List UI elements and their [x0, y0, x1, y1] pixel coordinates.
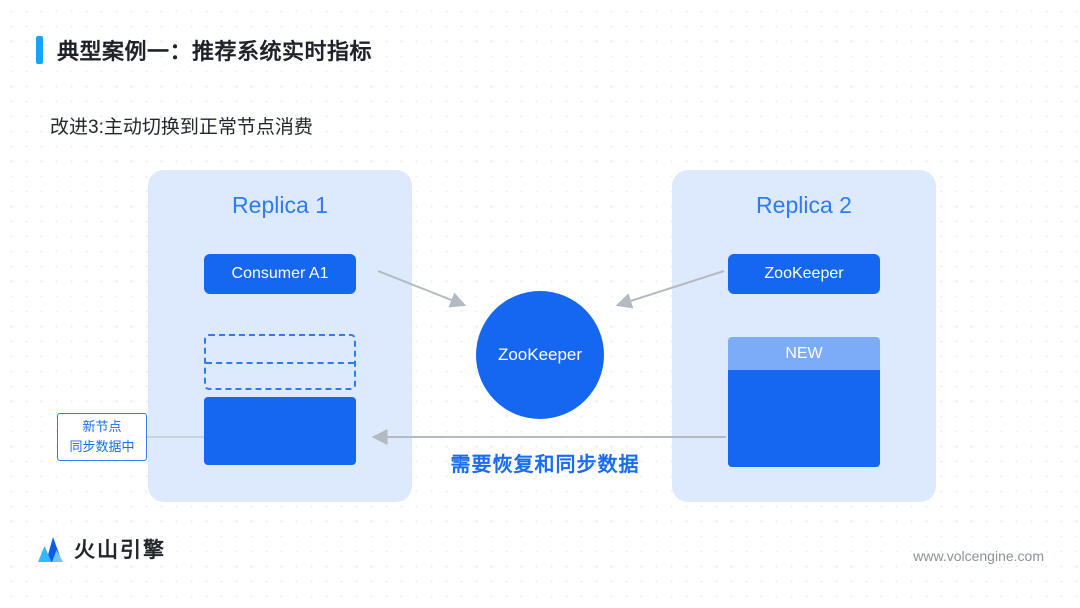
recover-label: 需要恢复和同步数据	[450, 454, 640, 476]
zookeeper-circle: ZooKeeper	[476, 291, 604, 419]
volcengine-logo-icon	[38, 537, 63, 562]
page-title: 典型案例一：推荐系统实时指标	[57, 39, 373, 64]
slide-subtitle: 改进3:主动切换到正常节点消费	[50, 117, 313, 138]
zookeeper-circle-label: ZooKeeper	[497, 345, 583, 364]
replica1-title: Replica 1	[232, 192, 328, 218]
replica2-zookeeper-node: ZooKeeper	[728, 254, 880, 294]
replica1-empty-slots	[204, 334, 356, 390]
new-segment-label: NEW	[728, 337, 880, 370]
consumer-a1-node: Consumer A1	[204, 254, 356, 294]
empty-slot-divider	[206, 362, 354, 364]
replica1-data-block	[204, 397, 356, 465]
slide-header: 典型案例一：推荐系统实时指标	[36, 34, 372, 66]
replica2-data-body	[728, 370, 880, 467]
sync-note: 新节点 同步数据中	[57, 413, 147, 461]
website-url: www.volcengine.com	[913, 548, 1044, 564]
sync-note-line1: 新节点	[82, 418, 122, 434]
brand-logo: 火山引擎	[36, 534, 166, 564]
sync-note-line2: 同步数据中	[69, 439, 135, 454]
title-accent-bar	[36, 36, 43, 64]
replica2-container: Replica 2 ZooKeeper NEW	[672, 170, 936, 502]
replica1-container: Replica 1 Consumer A1	[148, 170, 412, 502]
brand-name: 火山引擎	[74, 539, 166, 562]
replica2-title: Replica 2	[756, 192, 852, 218]
replica2-data-block: NEW	[728, 337, 880, 467]
